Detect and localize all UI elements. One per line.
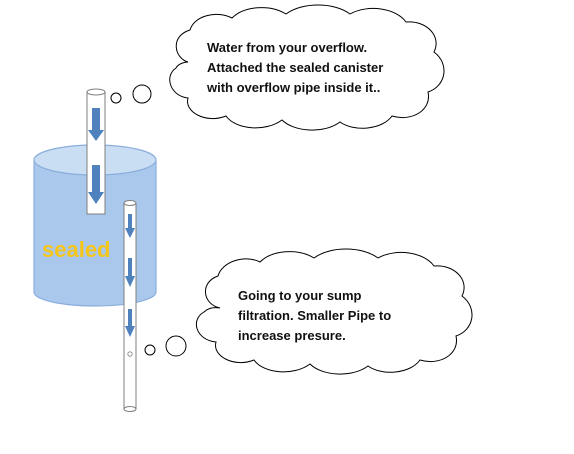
thought-bubble-small	[110, 92, 122, 104]
thought-bubble-medium	[165, 335, 187, 357]
inflow-callout-line-1: Water from your overflow.	[207, 40, 367, 55]
outflow-pipe	[123, 200, 137, 412]
outflow-arrow-1	[125, 214, 135, 238]
thought-bubble-medium	[132, 84, 152, 104]
cloud-shape	[195, 248, 473, 375]
canister-label: sealed	[42, 237, 111, 262]
inflow-arrow-2	[88, 165, 104, 204]
outflow-callout-line-2: filtration. Smaller Pipe to	[238, 308, 391, 323]
outflow-pipe-dot	[127, 351, 133, 357]
outflow-thought-cloud: Going to your sump filtration. Smaller P…	[144, 248, 473, 375]
inflow-pipe	[86, 88, 106, 215]
inflow-arrow-1	[88, 108, 104, 141]
outflow-arrow-3	[125, 309, 135, 337]
thought-bubble-small	[144, 344, 156, 356]
inflow-callout-line-3: with overflow pipe inside it..	[206, 80, 380, 95]
outflow-pipe-top	[123, 200, 137, 206]
inflow-pipe-opening	[86, 88, 106, 96]
outflow-callout-line-3: increase presure.	[238, 328, 346, 343]
outflow-callout-line-1: Going to your sump	[238, 288, 362, 303]
inflow-thought-cloud: Water from your overflow. Attached the s…	[110, 4, 445, 131]
outflow-pipe-bottom	[123, 406, 137, 412]
cloud-shape	[169, 4, 445, 131]
outflow-arrow-2	[125, 258, 135, 287]
inflow-callout-line-2: Attached the sealed canister	[207, 60, 383, 75]
